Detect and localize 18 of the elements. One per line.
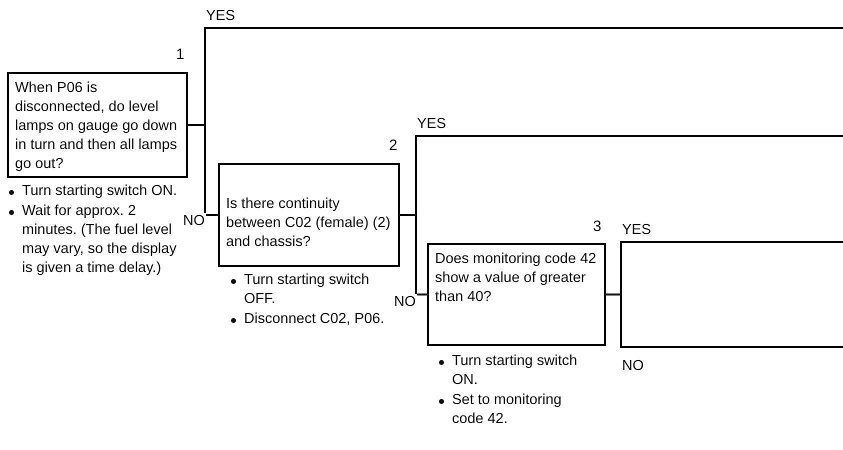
question-box	[7, 72, 188, 178]
step-number: 3	[593, 218, 602, 236]
question-text: Is there continuity between C02 (female) (2) and chassis?	[226, 195, 392, 252]
question-box	[218, 163, 400, 267]
branch-line	[400, 214, 427, 296]
instruction-text: Set to monitoring code 42.	[452, 391, 563, 429]
instruction-text: Turn starting switch ON.	[452, 352, 578, 390]
instruction-text: Turn starting switch OFF.	[244, 271, 370, 309]
branch-line	[606, 294, 843, 348]
step-number: 2	[389, 137, 398, 155]
step-number: 1	[176, 46, 184, 64]
question-box	[427, 243, 606, 346]
instruction-text: Disconnect C02, P06.	[244, 310, 386, 329]
question-text: When P06 is disconnected, do level lamps on gauge go down in turn and then all lamps go out?	[15, 79, 178, 174]
branch-line	[188, 124, 218, 216]
question-text: Does monitoring code 42 show a value of greater than 40?	[435, 250, 598, 307]
instruction-text: Wait for approx. 2 minutes. (The fuel level may vary, so the display is given a time delay.)	[22, 202, 178, 278]
instruction-text: Turn starting switch ON.	[22, 182, 178, 201]
